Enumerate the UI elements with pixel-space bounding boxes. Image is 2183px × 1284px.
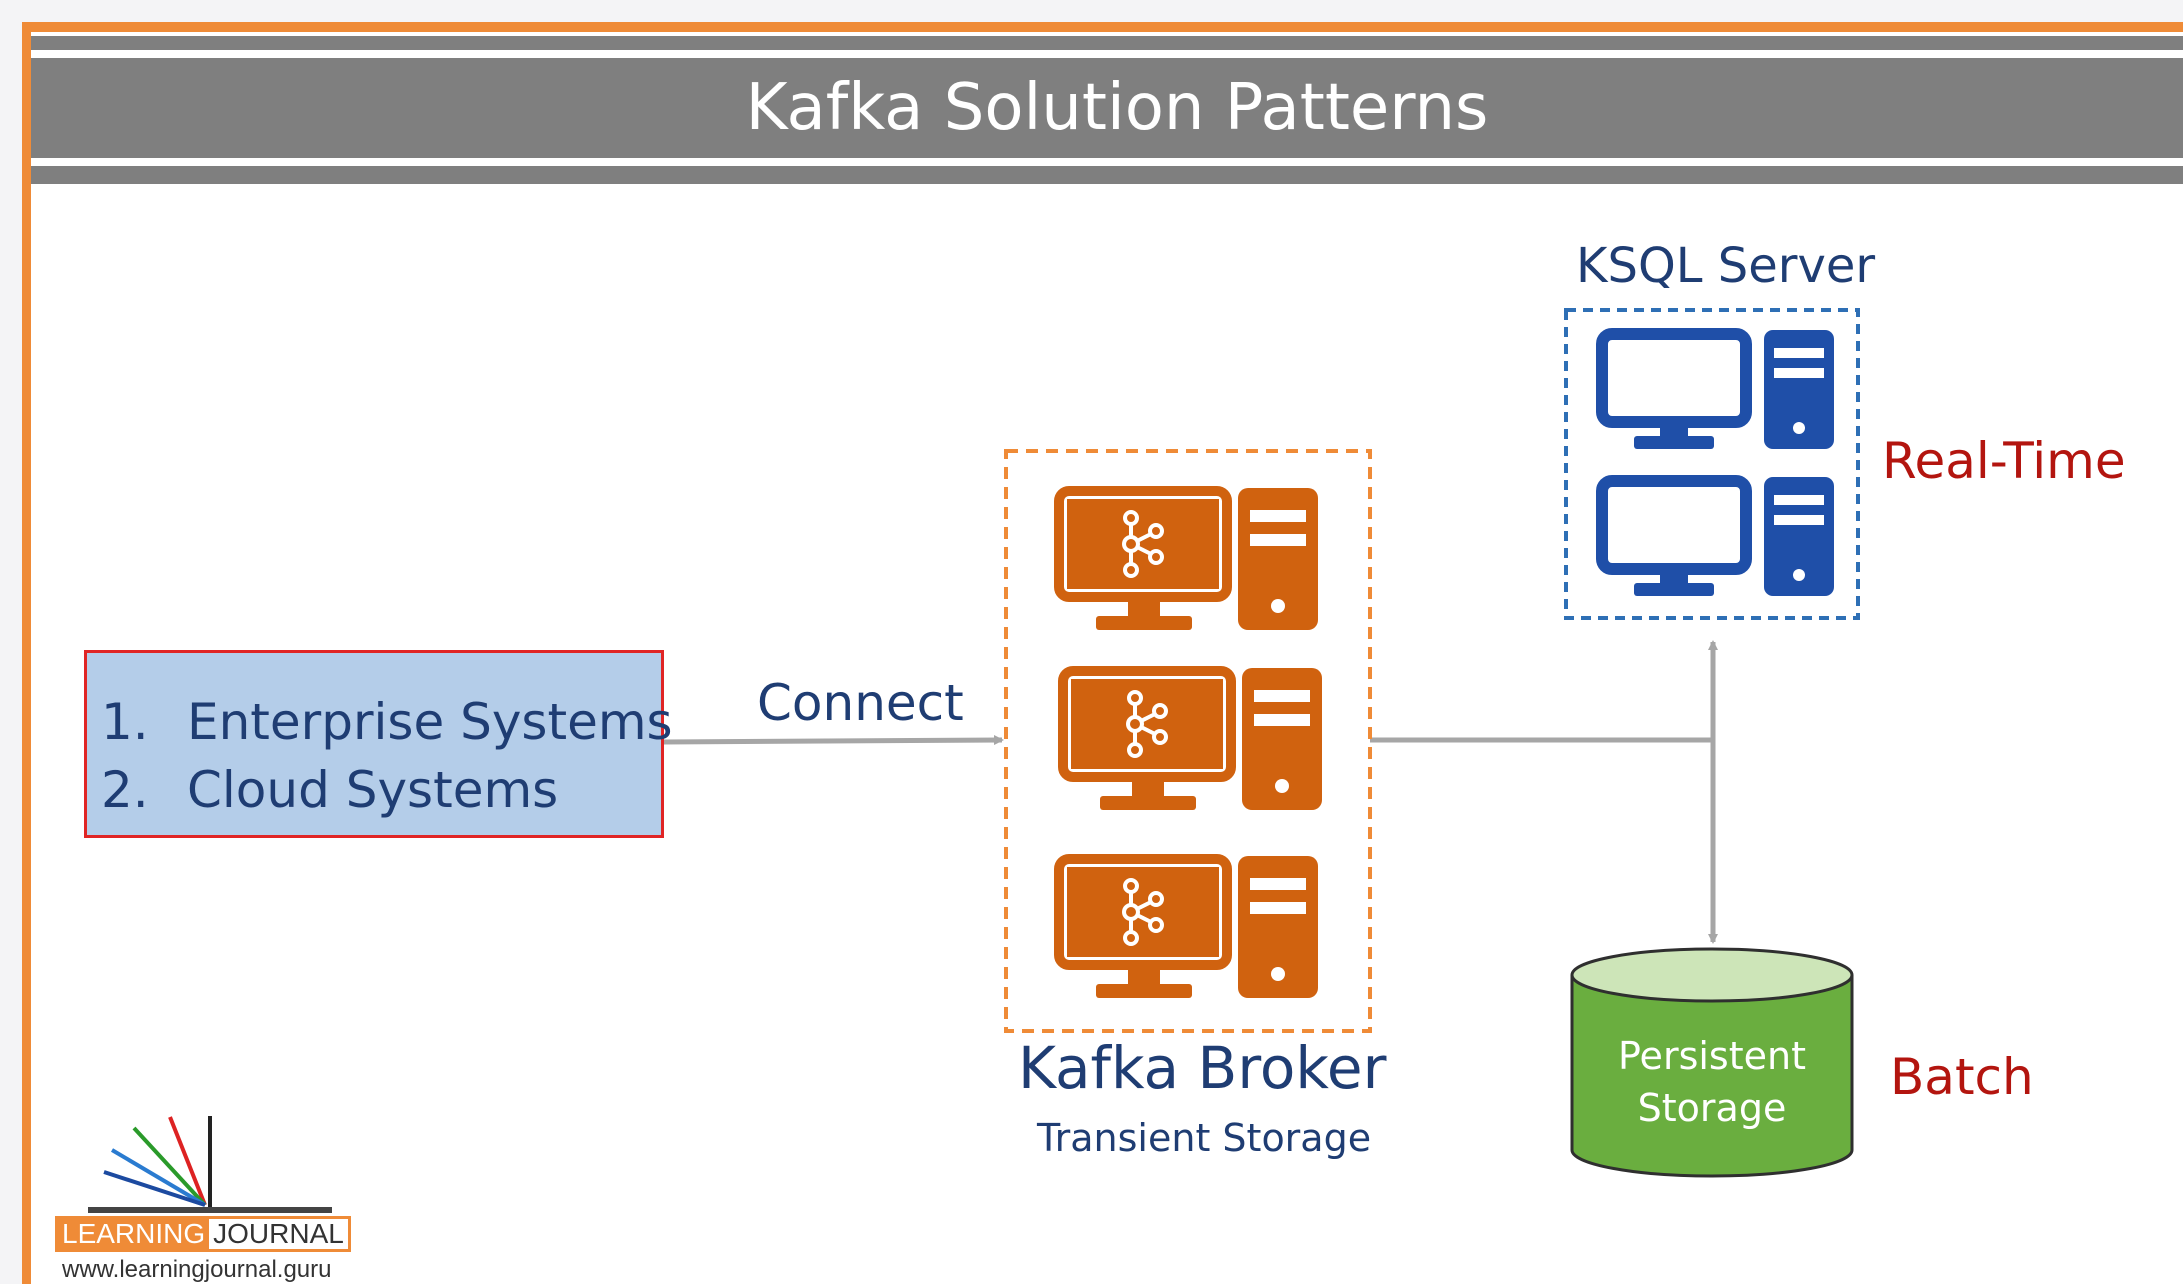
window-top-strip [0, 0, 2183, 22]
kafka-server-icon [1059, 856, 1318, 998]
batch-label: Batch [1890, 1048, 2034, 1106]
storage-label-line1: Persistent [1618, 1034, 1806, 1078]
header-band [31, 58, 2183, 158]
realtime-label: Real-Time [1882, 432, 2126, 490]
source-item-label: Enterprise Systems [187, 693, 673, 751]
broker-group-box [1004, 449, 1372, 1033]
connect-arrow [663, 735, 1004, 746]
kafka-broker-subtitle: Transient Storage [1037, 1116, 1372, 1160]
kafka-server-icon [1063, 668, 1322, 810]
desktop-server-icon [1602, 477, 1834, 596]
learning-journal-logo-icon [88, 1116, 332, 1213]
source-item: 1. Enterprise Systems [101, 693, 673, 751]
kafka-server-icon [1059, 488, 1318, 630]
logo-left-text: LEARNING [58, 1219, 210, 1249]
ksql-server-title: KSQL Server [1576, 238, 1876, 294]
slide-title: Kafka Solution Patterns [745, 71, 1489, 145]
logo-right-text: JOURNAL [209, 1219, 348, 1249]
source-item-number: 2. [101, 761, 149, 819]
storage-label-line2: Storage [1637, 1086, 1787, 1130]
kafka-broker-title: Kafka Broker [1018, 1034, 1387, 1102]
header-band-bottom [31, 166, 2183, 184]
connect-label: Connect [757, 674, 964, 732]
slide-top-border [22, 22, 2183, 32]
learning-journal-logo: LEARNING JOURNAL [55, 1216, 351, 1252]
slide-left-border [22, 22, 31, 1284]
database-cylinder-icon [1570, 947, 1854, 1178]
desktop-server-icon [1602, 330, 1834, 449]
source-item-number: 1. [101, 693, 149, 751]
source-systems-box: 1. Enterprise Systems 2. Cloud Systems [84, 650, 673, 838]
source-item-label: Cloud Systems [187, 761, 559, 819]
ksql-group-box [1564, 308, 1860, 620]
window-left-gutter [0, 22, 22, 1284]
header-band-top [31, 36, 2183, 50]
logo-url: www.learningjournal.guru [62, 1256, 332, 1283]
source-item: 2. Cloud Systems [101, 761, 558, 819]
